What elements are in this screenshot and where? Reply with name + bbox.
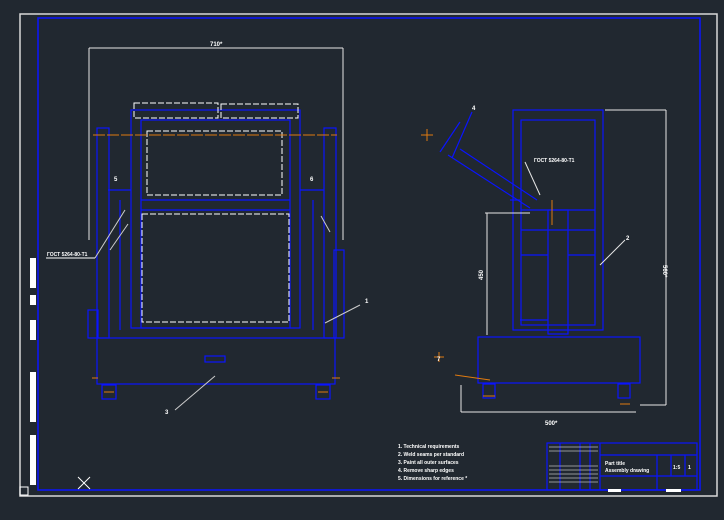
note-1: 1. Technical requirements xyxy=(398,444,460,450)
note-3: 3. Paint all outer surfaces xyxy=(398,460,459,466)
note-4: 4. Remove sharp edges xyxy=(398,468,454,474)
callout-6: 6 xyxy=(310,177,314,183)
technical-notes: 1. Technical requirements 2. Weld seams … xyxy=(398,444,467,482)
scale-value: 1:5 xyxy=(673,465,680,471)
callout-1: 1 xyxy=(365,299,369,305)
dim-height-side: 560* xyxy=(661,265,667,278)
side-view xyxy=(421,109,667,413)
dim-width-front: 710* xyxy=(210,42,223,48)
front-view xyxy=(46,47,361,411)
weld-note: ГОСТ 5264-80-Т1 xyxy=(47,252,88,258)
crosshair-icon xyxy=(77,476,91,490)
title-block xyxy=(546,442,698,491)
callout-3: 3 xyxy=(165,410,169,416)
note-2: 2. Weld seams per standard xyxy=(398,452,464,458)
title-stub-2 xyxy=(666,489,681,492)
weld-note-side: ГОСТ 5264-80-Т1 xyxy=(534,158,575,164)
sheet-number: 1 xyxy=(688,465,691,471)
dimension-width xyxy=(88,47,344,240)
note-5: 5. Dimensions for reference * xyxy=(398,476,467,482)
callout-2: 2 xyxy=(626,236,630,242)
left-stub-blocks xyxy=(30,258,36,485)
sheet-border-outer xyxy=(19,13,718,497)
title-line-2: Assembly drawing xyxy=(605,468,649,474)
callout-4: 4 xyxy=(472,106,476,112)
dim-height-inner: 450 xyxy=(479,269,485,280)
callout-5: 5 xyxy=(114,177,118,183)
title-line-1: Part title xyxy=(605,461,625,467)
callout-7: 7 xyxy=(437,357,441,363)
ucs-icon xyxy=(19,486,29,496)
title-stub xyxy=(608,489,621,492)
sheet-border-inner xyxy=(37,17,701,491)
dim-width-side: 500* xyxy=(545,421,558,427)
